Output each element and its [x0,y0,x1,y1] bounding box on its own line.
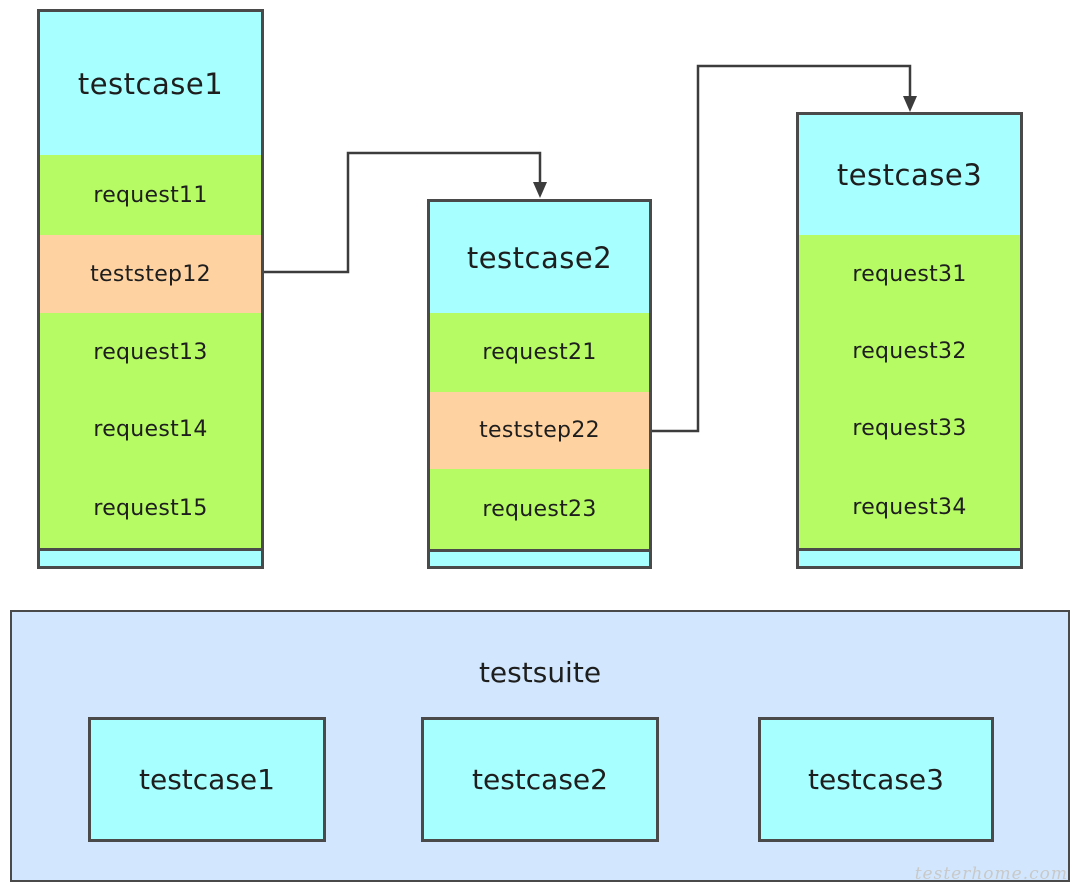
request21-step: request21 [430,313,649,395]
teststep12-step: teststep12 [40,235,261,316]
suite-testcase3: testcase3 [758,717,994,842]
testcase3-header: testcase3 [799,115,1020,238]
testcase1-header: testcase1 [40,12,261,158]
request34-step: request34 [799,467,1020,551]
testcase2-column: testcase2 request21 teststep22 request23 [427,199,652,569]
request32-step: request32 [799,313,1020,393]
request33-step: request33 [799,390,1020,470]
arrowhead-testcase3 [903,96,917,112]
request31-step: request31 [799,235,1020,316]
teststep22-step: teststep22 [430,392,649,472]
request15-step: request15 [40,468,261,551]
testcase2-header: testcase2 [430,202,649,316]
watermark: testerhome.com [914,864,1068,884]
request13-step: request13 [40,313,261,394]
request11-step: request11 [40,155,261,238]
testcase3-column: testcase3 request31 request32 request33 … [796,112,1023,569]
arrow-teststep12-to-testcase2 [262,151,542,274]
suite-testcase1: testcase1 [88,717,326,842]
testcase1-column: testcase1 request11 teststep12 request13… [37,9,264,569]
arrow-teststep22-to-testcase3 [651,64,912,433]
request23-step: request23 [430,469,649,552]
arrowhead-testcase2 [533,182,547,198]
suite-testcase2: testcase2 [421,717,659,842]
testsuite-title: testsuite [478,656,602,689]
request14-step: request14 [40,391,261,471]
